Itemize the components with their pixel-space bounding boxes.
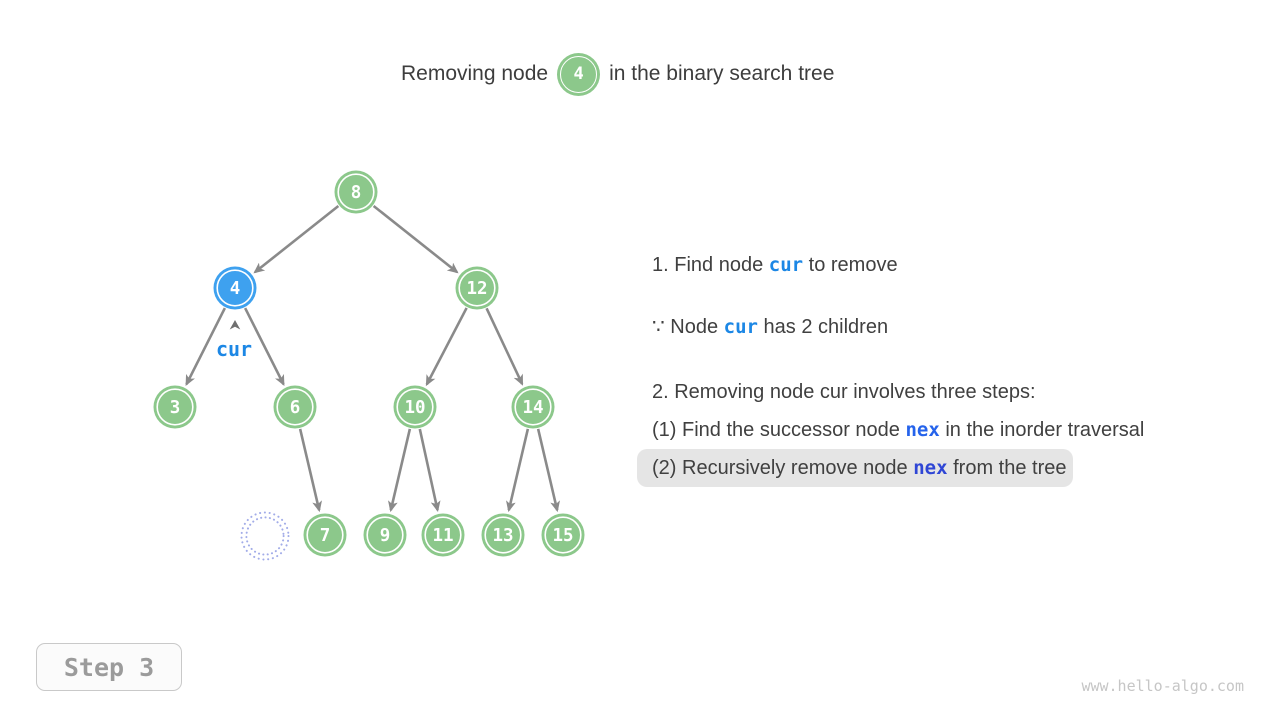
tree-node [481,513,525,557]
tree-node-value: 14 [522,398,543,418]
code-token: nex [905,419,940,441]
tree-node [334,170,378,214]
text-segment: 1. Find node [652,254,769,276]
text-segment: has 2 children [757,316,889,338]
tree-node-ring-icon [484,516,522,554]
removed-node-placeholder-inner [245,516,285,556]
tree-edge [425,307,468,387]
text-segment: (1) Find the successor node [652,419,906,441]
instruction-line: 2. Removing node cur involves three step… [637,373,1036,411]
tree-node [213,266,257,310]
instruction-line: (1) Find the successor node nex in the i… [637,411,1144,449]
tree-node-ring-icon [424,516,462,554]
instructions: 1. Find node cur to remove ∵ Node cur has… [637,246,1144,487]
tree-node [541,513,585,557]
tree-node-value: 8 [351,183,362,203]
tree-node-ring-icon [396,388,434,426]
tree-edge [298,428,322,513]
code-token: nex [913,457,948,479]
tree-edge [536,428,560,513]
tree-node [511,385,555,429]
code-token: cur [723,316,758,338]
text-segment: (2) Recursively remove node [652,457,914,479]
tree-edge [485,307,524,386]
text-segment: in the inorder traversal [939,419,1145,441]
tree-node [303,513,347,557]
title-node-value: 4 [573,64,584,84]
tree-edge [243,307,285,387]
step-badge: Step 3 [36,643,182,691]
watermark: www.hello-algo.com [1081,677,1244,695]
tree-edge [506,428,530,513]
cur-pointer-label: cur [216,337,252,361]
tree-edge [253,204,340,274]
text-segment: to remove [803,254,898,276]
instruction-line: 1. Find node cur to remove [637,246,898,284]
title-node: 4 [557,52,601,96]
tree-node [363,513,407,557]
tree-node-ring-icon [156,388,194,426]
tree-node-value: 3 [170,398,181,418]
tree-node-value: 12 [466,279,487,299]
tree-node-value: 11 [432,526,453,546]
tree-node-ring-icon [458,269,496,307]
text-segment: from the tree [947,457,1067,479]
tree-edge [418,428,441,513]
tree-node-value: 7 [320,526,331,546]
tree-node [455,266,499,310]
tree-edge [372,204,459,274]
slide-title: Removing node 4 in the binary search tre… [401,52,834,96]
tree-node-value: 6 [290,398,301,418]
tree-node-ring-icon [514,388,552,426]
tree-node-value: 9 [380,526,391,546]
tree-node [393,385,437,429]
instruction-line-highlighted: (2) Recursively remove node nex from the… [637,449,1074,487]
tree-node [153,385,197,429]
text-segment: ∵ Node [652,316,724,338]
tree-edge [185,307,227,387]
tree-node [421,513,465,557]
tree-node-value: 15 [552,526,573,546]
cur-pointer-arrow-icon [229,320,241,330]
title-prefix: Removing node [401,62,549,85]
title-node-ring-icon [560,55,598,93]
tree-node [273,385,317,429]
title-suffix: in the binary search tree [609,62,835,85]
tree-node-ring-icon [306,516,344,554]
removed-node-placeholder [240,511,290,561]
tree-node-value: 13 [492,526,513,546]
tree-node-ring-icon [337,173,375,211]
tree-node-ring-icon [544,516,582,554]
tree-edge [388,428,412,513]
tree-node-ring-icon [366,516,404,554]
tree-node-value: 10 [404,398,425,418]
code-token: cur [768,254,804,276]
text-segment: 2. Removing node cur involves three step… [652,381,1036,403]
tree-node-value: 4 [230,279,241,299]
instruction-line: ∵ Node cur has 2 children [637,308,888,346]
tree-node-ring-icon [216,269,254,307]
tree-node-ring-icon [276,388,314,426]
step-badge-label: Step 3 [63,652,155,682]
